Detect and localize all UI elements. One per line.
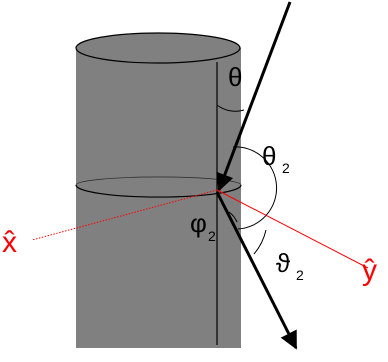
x-axis-line xyxy=(31,189,218,241)
vartheta2-label: ϑ xyxy=(276,248,291,278)
theta-arc xyxy=(216,104,245,112)
y-hat-label: ŷ xyxy=(362,254,377,287)
phi2-subscript: 2 xyxy=(208,228,216,244)
theta-label: θ xyxy=(228,62,242,92)
theta2-arc xyxy=(232,146,278,230)
theta2-label: θ xyxy=(262,141,276,171)
incident-ray xyxy=(216,1,292,192)
x-hat-label: x̂ xyxy=(2,226,17,259)
refracted-ray xyxy=(215,191,298,350)
theta2-subscript: 2 xyxy=(282,160,290,176)
cylinder-body xyxy=(76,48,241,348)
cylinder-top xyxy=(75,32,241,64)
phi2-label: φ xyxy=(190,208,207,238)
vartheta2-subscript: 2 xyxy=(296,267,304,283)
vartheta2-arc xyxy=(253,229,267,255)
phi2-arc xyxy=(228,211,238,223)
y-axis-line xyxy=(216,189,369,269)
